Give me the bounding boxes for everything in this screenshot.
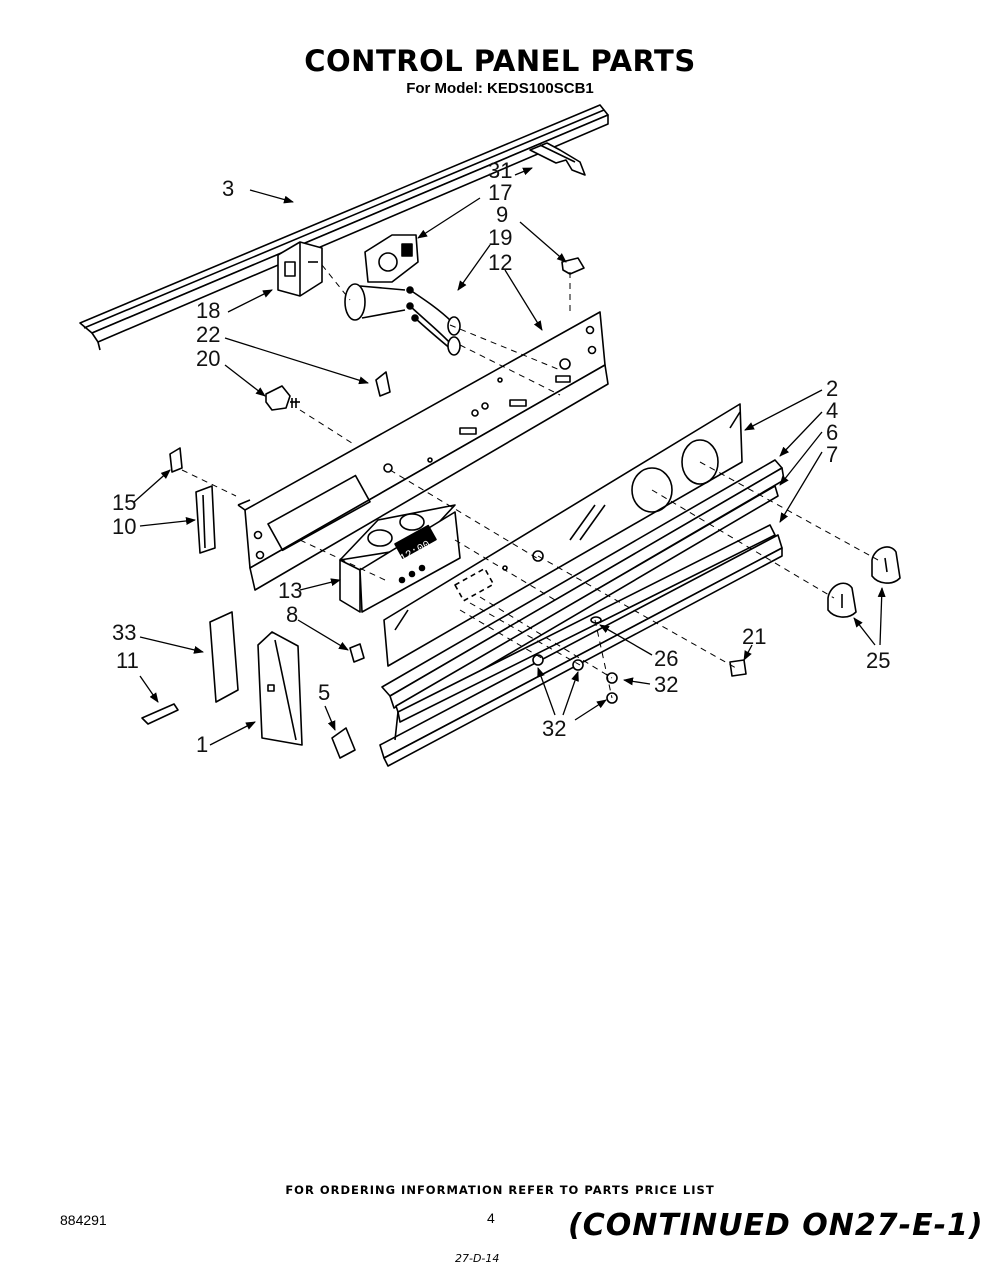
- continued-note: (CONTINUED ON27-E-1): [568, 1208, 984, 1243]
- callout-31: 31: [488, 158, 512, 183]
- ordering-info-note: FOR ORDERING INFORMATION REFER TO PARTS …: [285, 1183, 715, 1197]
- callout-32-lower: 32: [542, 716, 566, 741]
- callout-10: 10: [112, 514, 136, 539]
- callout-5: 5: [318, 680, 330, 705]
- clip-22-part: [375, 371, 391, 397]
- wiring-harness-part: [344, 283, 461, 356]
- callout-19: 19: [488, 225, 512, 250]
- overlay-panel: [383, 403, 743, 667]
- top-trim-strip: [79, 104, 609, 351]
- document-number: 884291: [60, 1212, 107, 1228]
- page-title: CONTROL PANEL PARTS: [304, 44, 696, 78]
- hinge-10-part: [195, 485, 216, 554]
- switch-part: [364, 234, 419, 283]
- callout-25: 25: [866, 648, 890, 673]
- callout-4: 4: [826, 398, 838, 423]
- callout-6: 6: [826, 420, 838, 445]
- electronic-clock-control: [339, 504, 461, 613]
- callout-26: 26: [654, 646, 678, 671]
- callout-3: 3: [222, 176, 234, 201]
- callout-17: 17: [488, 180, 512, 205]
- connector-20-part: [265, 385, 300, 411]
- callout-32: 32: [654, 672, 678, 697]
- callout-15: 15: [112, 490, 136, 515]
- callout-33: 33: [112, 620, 136, 645]
- model-subtitle: For Model: KEDS100SCB1: [406, 80, 594, 97]
- lens-26: [590, 616, 602, 624]
- callout-2: 2: [826, 376, 838, 401]
- control-panel-chassis: [237, 311, 609, 591]
- clip-part: [561, 257, 585, 275]
- control-knob-25-left: [827, 582, 857, 618]
- clip-11-part: [141, 703, 179, 725]
- trim-rails: [379, 459, 785, 767]
- bracket-part: [529, 142, 586, 176]
- end-bracket-5-part: [331, 727, 356, 759]
- callout-8: 8: [286, 602, 298, 627]
- callout-18: 18: [196, 298, 220, 323]
- bracket-15-part: [169, 447, 183, 473]
- callout-7: 7: [826, 442, 838, 467]
- handwritten-reference: 27-D-14: [455, 1252, 500, 1265]
- end-cap-33-part: [209, 611, 239, 703]
- clock-motor-part: [277, 241, 323, 297]
- knob-insert-21: [729, 659, 747, 677]
- callout-22: 22: [196, 322, 220, 347]
- callout-11: 11: [116, 648, 139, 673]
- callout-20: 20: [196, 346, 220, 371]
- callout-9: 9: [496, 202, 508, 227]
- callout-12: 12: [488, 250, 512, 275]
- page-number: 4: [487, 1210, 495, 1226]
- control-knob-25-right: [871, 546, 901, 584]
- callout-21: 21: [742, 624, 766, 649]
- callout-1: 1: [196, 732, 208, 757]
- callout-13: 13: [278, 578, 302, 603]
- spacer-8-part: [349, 643, 365, 663]
- end-cap-1-part: [257, 631, 303, 746]
